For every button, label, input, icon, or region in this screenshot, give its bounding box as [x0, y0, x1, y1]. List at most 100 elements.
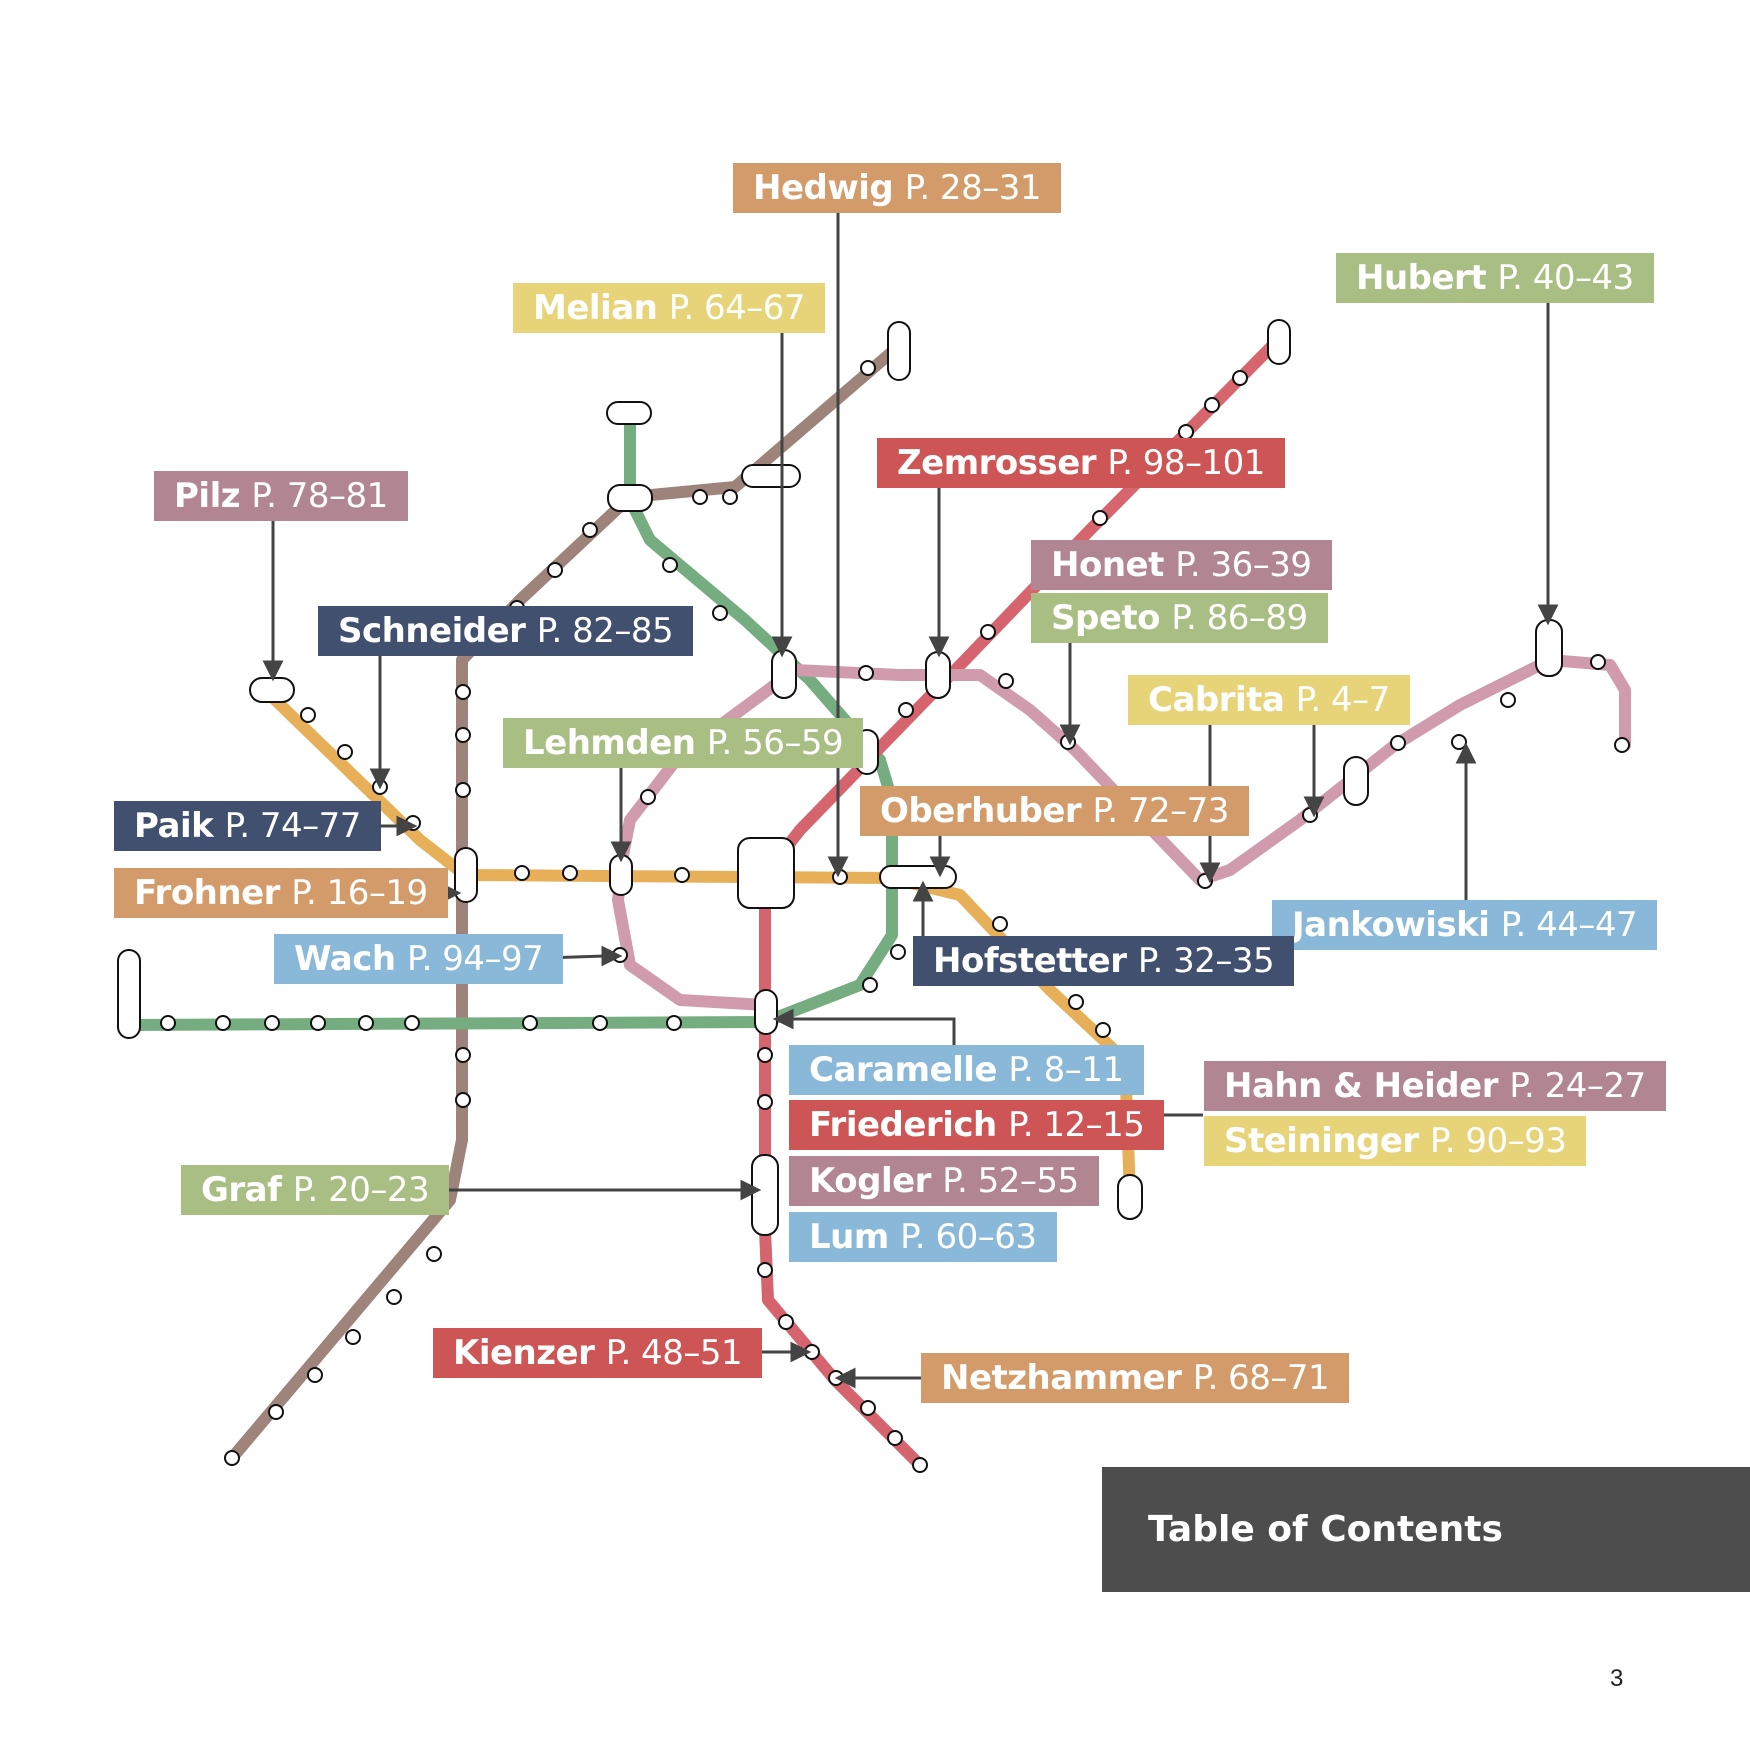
arrow-head — [929, 856, 951, 878]
arrow-head — [912, 880, 934, 902]
station — [268, 1404, 284, 1420]
station — [674, 867, 690, 883]
arrow-head — [740, 1179, 762, 1201]
station — [404, 1015, 420, 1031]
label-honet[interactable]: Honet P. 36–39 — [1031, 540, 1332, 590]
interchange-station — [741, 464, 801, 488]
arrow-head — [1303, 796, 1325, 818]
station — [640, 789, 656, 805]
label-speto[interactable]: Speto P. 86–89 — [1031, 593, 1328, 643]
arrow-head — [771, 636, 793, 658]
arrow-head — [772, 1008, 794, 1030]
station — [455, 684, 471, 700]
station — [345, 1329, 361, 1345]
label-friederich[interactable]: Friederich P. 12–15 — [789, 1100, 1165, 1150]
label-cabrita[interactable]: Cabrita P. 4–7 — [1128, 675, 1410, 725]
station — [337, 744, 353, 760]
station — [310, 1015, 326, 1031]
station — [860, 1400, 876, 1416]
label-jankowiski[interactable]: Jankowiski P. 44–47 — [1272, 900, 1658, 950]
label-zemrosser[interactable]: Zemrosser P. 98–101 — [877, 438, 1285, 488]
station — [300, 707, 316, 723]
station — [582, 522, 598, 538]
station — [1500, 692, 1516, 708]
arrow-head — [1199, 862, 1221, 884]
interchange-station — [1535, 619, 1563, 677]
arrow-head — [1537, 604, 1559, 626]
label-wach[interactable]: Wach P. 94–97 — [274, 934, 564, 984]
station — [160, 1015, 176, 1031]
terminal-station — [249, 677, 295, 703]
station — [666, 1015, 682, 1031]
label-schneider[interactable]: Schneider P. 82–85 — [318, 606, 694, 656]
arrow-head — [834, 1367, 856, 1389]
red-line — [759, 334, 1284, 1471]
station — [1614, 737, 1630, 753]
station — [522, 1015, 538, 1031]
terminal-station — [887, 321, 911, 381]
label-caramelle[interactable]: Caramelle P. 8–11 — [789, 1045, 1144, 1095]
station — [912, 1457, 928, 1473]
arrow-head — [262, 660, 284, 682]
hub-station — [737, 837, 795, 909]
station — [224, 1450, 240, 1466]
label-kogler[interactable]: Kogler P. 52–55 — [789, 1156, 1099, 1206]
label-pilz[interactable]: Pilz P. 78–81 — [154, 471, 408, 521]
label-frohner[interactable]: Frohner P. 16–19 — [114, 868, 448, 918]
label-lehmden[interactable]: Lehmden P. 56–59 — [503, 718, 864, 768]
station — [1390, 735, 1406, 751]
arrow-head — [369, 768, 391, 790]
arrow-head — [790, 1341, 812, 1363]
station — [455, 1092, 471, 1108]
station — [980, 624, 996, 640]
station — [307, 1367, 323, 1383]
station — [778, 1314, 794, 1330]
label-steininger[interactable]: Steininger P. 90–93 — [1204, 1116, 1587, 1166]
interchange-station — [1343, 756, 1369, 806]
label-melian[interactable]: Melian P. 64–67 — [513, 283, 826, 333]
station — [455, 782, 471, 798]
station — [215, 1015, 231, 1031]
station — [562, 865, 578, 881]
arrow-head — [1455, 742, 1477, 764]
station — [692, 489, 708, 505]
arrow-head — [610, 841, 632, 863]
arrow-head — [928, 636, 950, 658]
toc-banner: Table of Contents — [1102, 1467, 1750, 1592]
station — [358, 1015, 374, 1031]
label-netzhammer[interactable]: Netzhammer P. 68–71 — [921, 1353, 1350, 1403]
green-line — [122, 404, 898, 1031]
station — [862, 977, 878, 993]
station — [757, 1047, 773, 1063]
station — [898, 702, 914, 718]
label-hubert[interactable]: Hubert P. 40–43 — [1336, 253, 1654, 303]
interchange-station — [454, 847, 478, 903]
interchange-station — [925, 651, 951, 699]
interchange-station — [771, 649, 797, 699]
label-oberhuber[interactable]: Oberhuber P. 72–73 — [860, 786, 1249, 836]
station — [757, 1094, 773, 1110]
station — [992, 916, 1008, 932]
station — [858, 665, 874, 681]
label-graf[interactable]: Graf P. 20–23 — [181, 1165, 450, 1215]
label-paik[interactable]: Paik P. 74–77 — [114, 801, 381, 851]
interchange-station — [754, 989, 778, 1035]
terminal-station — [1117, 1174, 1143, 1220]
station — [887, 1430, 903, 1446]
arrow-head — [1059, 724, 1081, 746]
label-hedwig[interactable]: Hedwig P. 28–31 — [733, 163, 1061, 213]
arrow-head — [601, 945, 623, 967]
station — [455, 727, 471, 743]
label-kienzer[interactable]: Kienzer P. 48–51 — [433, 1328, 763, 1378]
label-lum[interactable]: Lum P. 60–63 — [789, 1212, 1057, 1262]
station — [1204, 397, 1220, 413]
station — [386, 1289, 402, 1305]
toc-title: Table of Contents — [1148, 1509, 1503, 1550]
terminal-station — [1267, 319, 1291, 365]
label-hahn-heider[interactable]: Hahn & Heider P. 24–27 — [1204, 1061, 1666, 1111]
label-hofstetter[interactable]: Hofstetter P. 32–35 — [913, 936, 1295, 986]
station — [890, 944, 906, 960]
interchange-station — [751, 1154, 779, 1236]
page-number: 3 — [1610, 1665, 1624, 1692]
station — [514, 865, 530, 881]
